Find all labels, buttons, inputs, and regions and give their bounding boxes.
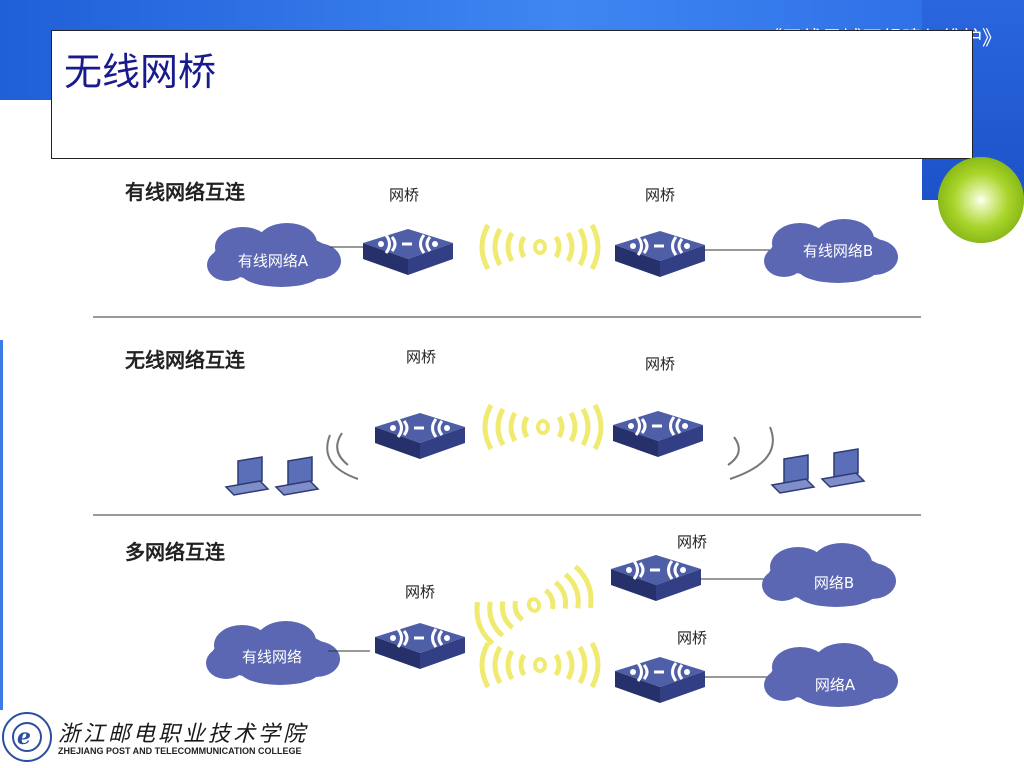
wireless-wave-icon xyxy=(326,434,359,480)
wireless-signal-icon xyxy=(472,564,596,645)
bridge-device-icon xyxy=(373,621,467,671)
bridge-device-icon xyxy=(373,411,467,461)
laptop-icon xyxy=(275,456,319,496)
laptop-icon xyxy=(771,454,815,494)
cloud-network-a-icon xyxy=(764,643,898,707)
section-title-wireless: 无线网络互连 xyxy=(125,348,246,372)
green-ball-decoration xyxy=(938,157,1024,243)
left-accent-strip xyxy=(0,340,3,710)
seal-mark: e xyxy=(17,724,31,750)
laptop-icon xyxy=(225,456,269,496)
laptop-icon xyxy=(821,448,865,488)
wireless-wave-icon xyxy=(727,436,740,466)
network-label: 有线网络 xyxy=(242,648,302,666)
college-name-cn: 浙江邮电职业技术学院 xyxy=(58,722,309,747)
wireless-bridge-diagram: 有线网络互连 有线网络A 网桥 网桥 有线网络B 无线网络互连 网桥 网桥 多网… xyxy=(90,165,924,725)
network-label-b: 有线网络B xyxy=(803,242,873,260)
bridge-label: 网桥 xyxy=(645,186,675,204)
wireless-signal-icon xyxy=(485,405,601,449)
network-label-a: 有线网络A xyxy=(238,252,309,270)
bridge-label: 网桥 xyxy=(677,533,707,551)
college-seal-icon: e xyxy=(2,712,52,762)
bridge-label: 网桥 xyxy=(677,629,707,647)
bridge-device-icon xyxy=(609,553,703,603)
wireless-signal-icon xyxy=(482,225,598,269)
bridge-device-icon xyxy=(361,227,455,277)
bridge-device-icon xyxy=(613,655,707,705)
bridge-device-icon xyxy=(611,409,705,459)
network-label-b: 网络B xyxy=(814,574,854,592)
wireless-wave-icon xyxy=(336,432,349,466)
bridge-label: 网桥 xyxy=(405,583,435,601)
wireless-signal-icon xyxy=(482,643,598,687)
page-title: 无线网桥 xyxy=(64,50,217,94)
wireless-wave-icon xyxy=(729,426,774,480)
section-title-multi: 多网络互连 xyxy=(125,540,226,564)
title-box: 无线网桥 xyxy=(51,30,973,159)
bridge-label: 网桥 xyxy=(645,355,675,373)
bridge-label: 网桥 xyxy=(389,186,419,204)
bridge-label: 网桥 xyxy=(406,348,436,366)
bridge-device-icon xyxy=(613,229,707,279)
college-logo: e 浙江邮电职业技术学院 ZHEJIANG POST AND TELECOMMU… xyxy=(2,710,322,768)
network-label-a: 网络A xyxy=(815,676,856,694)
college-name-en: ZHEJIANG POST AND TELECOMMUNICATION COLL… xyxy=(58,746,302,756)
section-title-wired: 有线网络互连 xyxy=(125,180,246,204)
